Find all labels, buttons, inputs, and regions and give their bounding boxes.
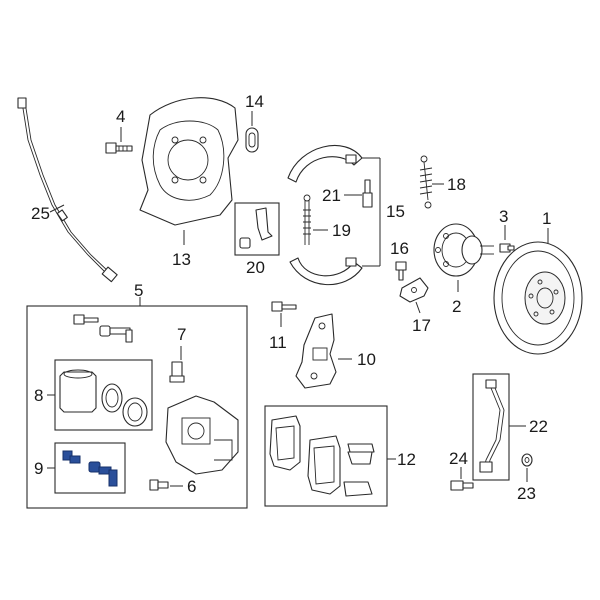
callout-20[interactable]: 20 [246, 258, 265, 277]
part-8-piston-seals[interactable] [59, 369, 148, 427]
leader-25 [49, 204, 65, 213]
box-12-brake-pads [264, 405, 388, 507]
callout-17[interactable]: 17 [412, 316, 431, 335]
part-25-sensor-wire[interactable] [17, 97, 118, 283]
box-22-brake-hose [472, 373, 510, 481]
callout-18[interactable]: 18 [447, 175, 466, 194]
callout-6[interactable]: 6 [187, 477, 196, 496]
part-7-bleeder-screw[interactable] [169, 361, 185, 383]
part-21-adjuster[interactable] [362, 179, 373, 208]
part-23-washer[interactable] [521, 453, 533, 467]
callout-5[interactable]: 5 [134, 281, 143, 300]
callout-12[interactable]: 12 [397, 450, 416, 469]
callout-8[interactable]: 8 [34, 386, 43, 405]
callout-9[interactable]: 9 [34, 459, 43, 478]
callout-24[interactable]: 24 [449, 449, 468, 468]
part-24-banjo-bolt[interactable] [450, 480, 474, 491]
part-22-brake-hose[interactable] [479, 379, 505, 473]
callout-2[interactable]: 2 [452, 297, 461, 316]
callout-15[interactable]: 15 [386, 202, 405, 221]
callout-10[interactable]: 10 [357, 350, 376, 369]
box-5-caliper-assembly [26, 305, 248, 509]
part-15-parking-brake-shoes[interactable] [287, 144, 363, 286]
callout-21[interactable]: 21 [322, 186, 341, 205]
callout-1[interactable]: 1 [542, 209, 551, 228]
part-17-bracket[interactable] [399, 277, 429, 303]
part-11-bolt[interactable] [271, 301, 297, 312]
leader-17 [415, 301, 421, 314]
part-18-return-spring[interactable] [419, 155, 433, 209]
part-1-brake-rotor[interactable] [493, 241, 583, 355]
caliper-body[interactable] [165, 395, 239, 475]
callout-23[interactable]: 23 [517, 484, 536, 503]
callout-11[interactable]: 11 [269, 333, 287, 352]
part-19-spring[interactable] [303, 194, 311, 245]
part-9-guide-pin-kit[interactable] [62, 450, 118, 487]
part-13-dust-shield[interactable] [139, 97, 239, 226]
callout-16[interactable]: 16 [390, 239, 409, 258]
part-14-clip[interactable] [245, 127, 259, 153]
callout-7[interactable]: 7 [177, 325, 186, 344]
callout-22[interactable]: 22 [529, 417, 548, 436]
callout-3[interactable]: 3 [499, 207, 508, 226]
callout-25[interactable]: 25 [31, 204, 50, 223]
part-16-bolt[interactable] [395, 261, 407, 281]
callout-13[interactable]: 13 [172, 250, 191, 269]
part-12-brake-pads[interactable] [269, 415, 375, 497]
guide-pins[interactable] [73, 314, 133, 343]
part-6-fitting[interactable] [149, 479, 169, 491]
callout-19[interactable]: 19 [332, 221, 351, 240]
part-20-hardware-kit[interactable] [234, 202, 280, 256]
callout-4[interactable]: 4 [116, 107, 125, 126]
part-3-wheel-stud[interactable] [499, 243, 515, 253]
part-2-hub-bearing[interactable] [433, 223, 494, 277]
part-4-bolt[interactable] [105, 142, 133, 154]
callout-14[interactable]: 14 [245, 92, 264, 111]
part-10-caliper-bracket[interactable] [295, 313, 337, 389]
